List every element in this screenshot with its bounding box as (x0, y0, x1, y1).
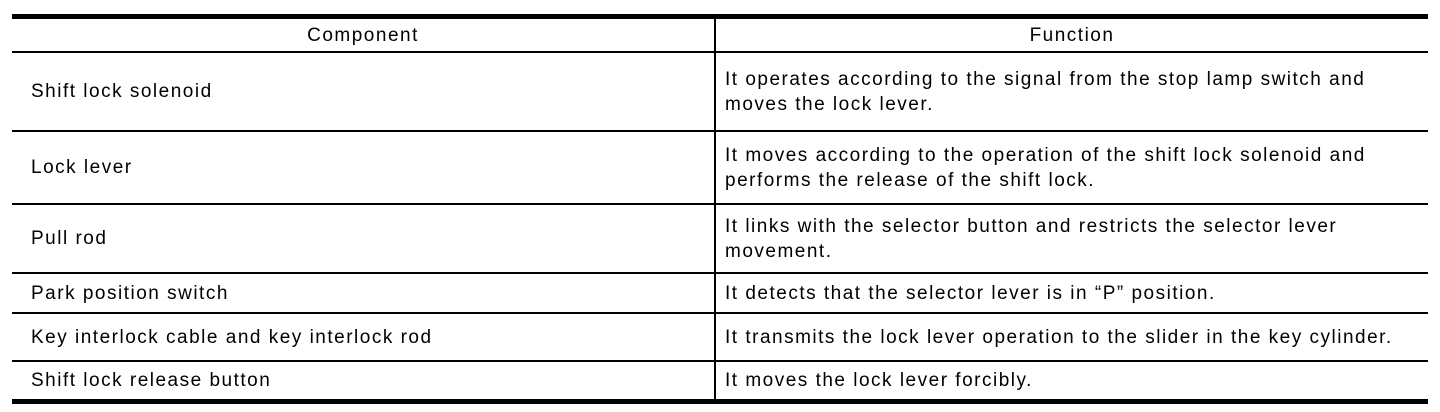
function-cell: It transmits the lock lever operation to… (714, 314, 1428, 360)
table-row: Shift lock release button It moves the l… (12, 362, 1428, 399)
table-row: Shift lock solenoid It operates accordin… (12, 53, 1428, 132)
component-cell: Shift lock release button (31, 370, 272, 391)
function-cell: It moves the lock lever forcibly. (714, 362, 1428, 399)
component-cell: Shift lock solenoid (31, 81, 213, 102)
function-cell: It links with the selector button and re… (714, 205, 1428, 272)
table-header-row: Component Function (12, 19, 1428, 53)
function-cell: It detects that the selector lever is in… (714, 274, 1428, 312)
component-function-table: Component Function Shift lock solenoid I… (12, 14, 1428, 404)
function-cell: It operates according to the signal from… (714, 53, 1428, 130)
component-cell: Park position switch (31, 282, 229, 304)
component-cell: Lock lever (31, 157, 133, 178)
component-cell: Pull rod (31, 228, 108, 249)
table-row: Key interlock cable and key interlock ro… (12, 314, 1428, 362)
component-cell: Key interlock cable and key interlock ro… (31, 326, 433, 348)
table-row: Lock lever It moves according to the ope… (12, 132, 1428, 205)
component-column-header: Component (307, 24, 419, 46)
table-row: Park position switch It detects that the… (12, 274, 1428, 314)
table-row: Pull rod It links with the selector butt… (12, 205, 1428, 274)
function-cell: It moves according to the operation of t… (714, 132, 1428, 203)
function-column-header: Function (714, 19, 1428, 51)
